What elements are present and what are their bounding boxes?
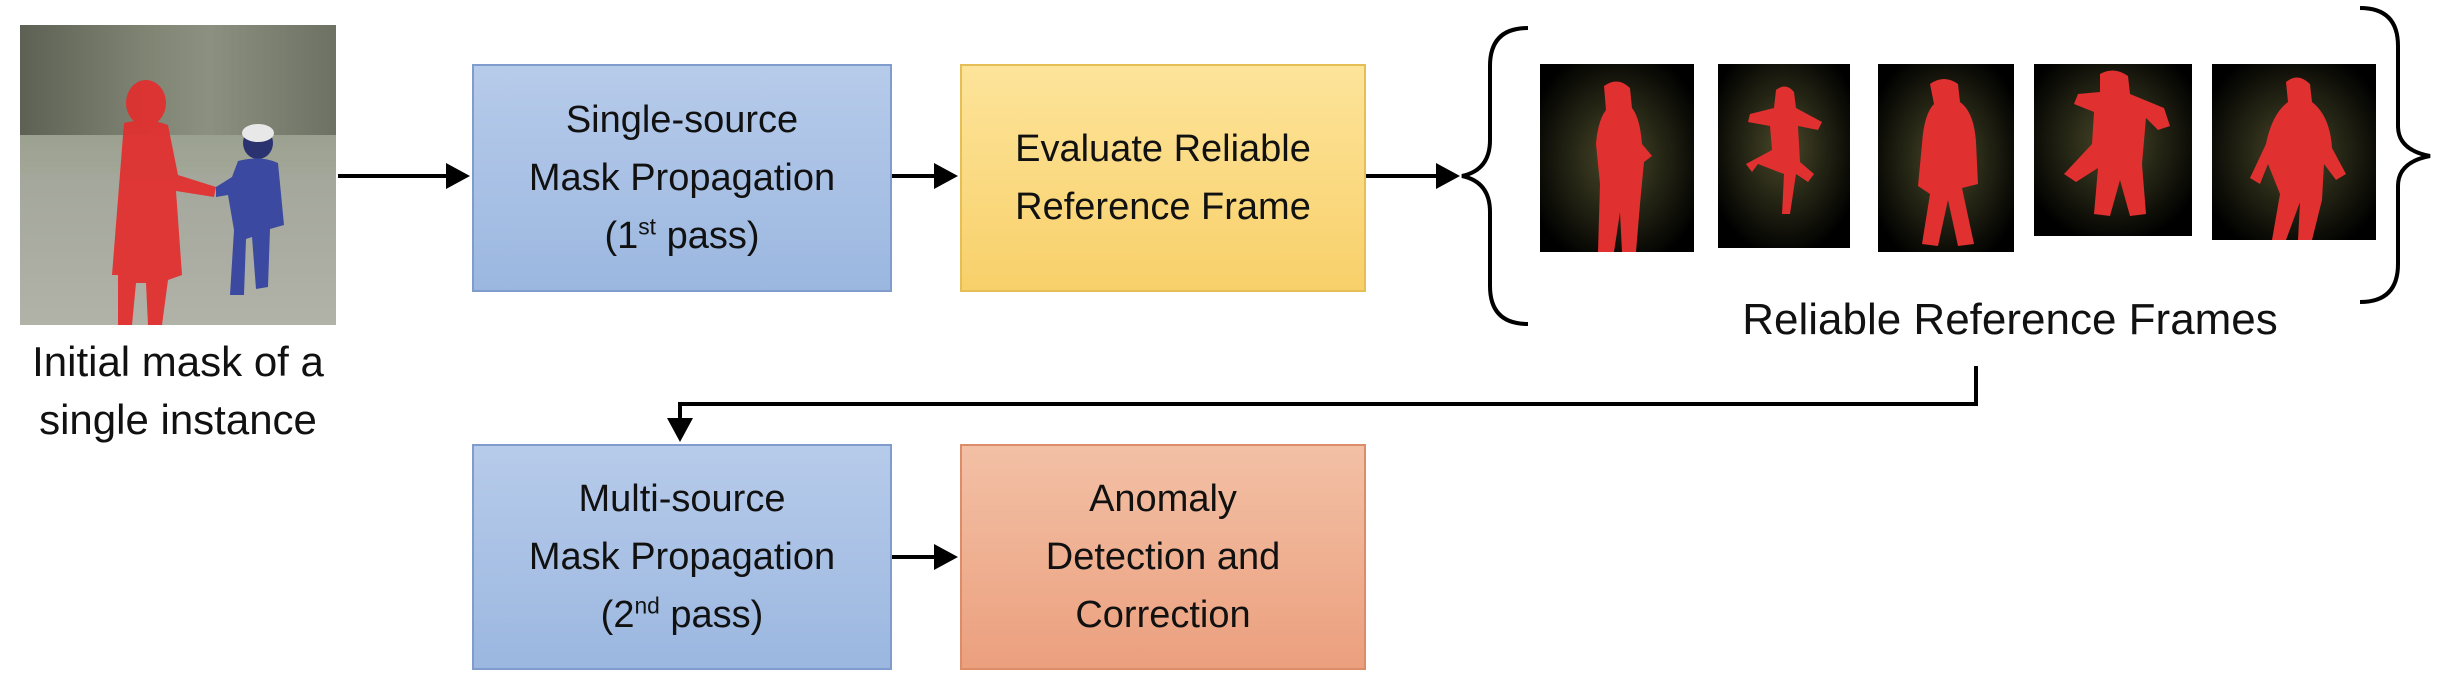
initial-caption-line-1: Initial mask of a bbox=[32, 338, 324, 385]
arrowhead-2 bbox=[934, 163, 958, 189]
anomaly-detection-box: Anomaly Detection and Correction bbox=[960, 444, 1366, 670]
evaluate-reference-frame-box: Evaluate Reliable Reference Frame bbox=[960, 64, 1366, 292]
arrowhead-5 bbox=[934, 544, 958, 570]
initial-caption-line-2: single instance bbox=[39, 396, 317, 443]
initial-mask-overlay bbox=[112, 80, 284, 325]
single-source-line-3: (1st pass) bbox=[604, 213, 760, 257]
reference-frame-3 bbox=[1878, 64, 2014, 252]
red-mask-person bbox=[112, 80, 216, 325]
evaluate-line-1: Evaluate Reliable bbox=[1015, 128, 1311, 170]
single-source-propagation-box: Single-source Mask Propagation (1st pass… bbox=[472, 64, 892, 292]
multi-source-line-1: Multi-source bbox=[578, 478, 786, 520]
reference-frame-4 bbox=[2034, 64, 2192, 236]
child-figure bbox=[216, 124, 284, 295]
single-source-line-1: Single-source bbox=[565, 99, 799, 141]
arrowhead-1 bbox=[446, 163, 470, 189]
multi-source-line-3: (2nd pass) bbox=[600, 592, 764, 636]
reference-frame-5 bbox=[2212, 64, 2376, 240]
multi-source-line-2: Mask Propagation bbox=[528, 536, 836, 578]
anomaly-line-2: Detection and bbox=[1045, 536, 1281, 578]
initial-frame-image bbox=[20, 25, 336, 325]
multi-source-propagation-box: Multi-source Mask Propagation (2nd pass) bbox=[472, 444, 892, 670]
arrowhead-4 bbox=[667, 418, 693, 442]
anomaly-line-1: Anomaly bbox=[1089, 478, 1237, 520]
anomaly-line-3: Correction bbox=[1075, 594, 1251, 636]
reference-frame-1 bbox=[1540, 64, 1694, 252]
reference-frame-2 bbox=[1718, 64, 1850, 248]
background-building bbox=[20, 25, 336, 135]
arrowhead-3 bbox=[1436, 163, 1460, 189]
reliable-frames-caption: Reliable Reference Frames bbox=[1742, 295, 2278, 344]
left-curly-brace bbox=[1461, 26, 1529, 326]
right-curly-brace bbox=[2359, 6, 2431, 304]
initial-mask-caption: Initial mask of a single instance bbox=[0, 333, 356, 449]
arrow-frames-to-multi-source bbox=[678, 366, 1978, 422]
single-source-line-2: Mask Propagation bbox=[528, 157, 836, 199]
evaluate-line-2: Reference Frame bbox=[1015, 186, 1311, 228]
